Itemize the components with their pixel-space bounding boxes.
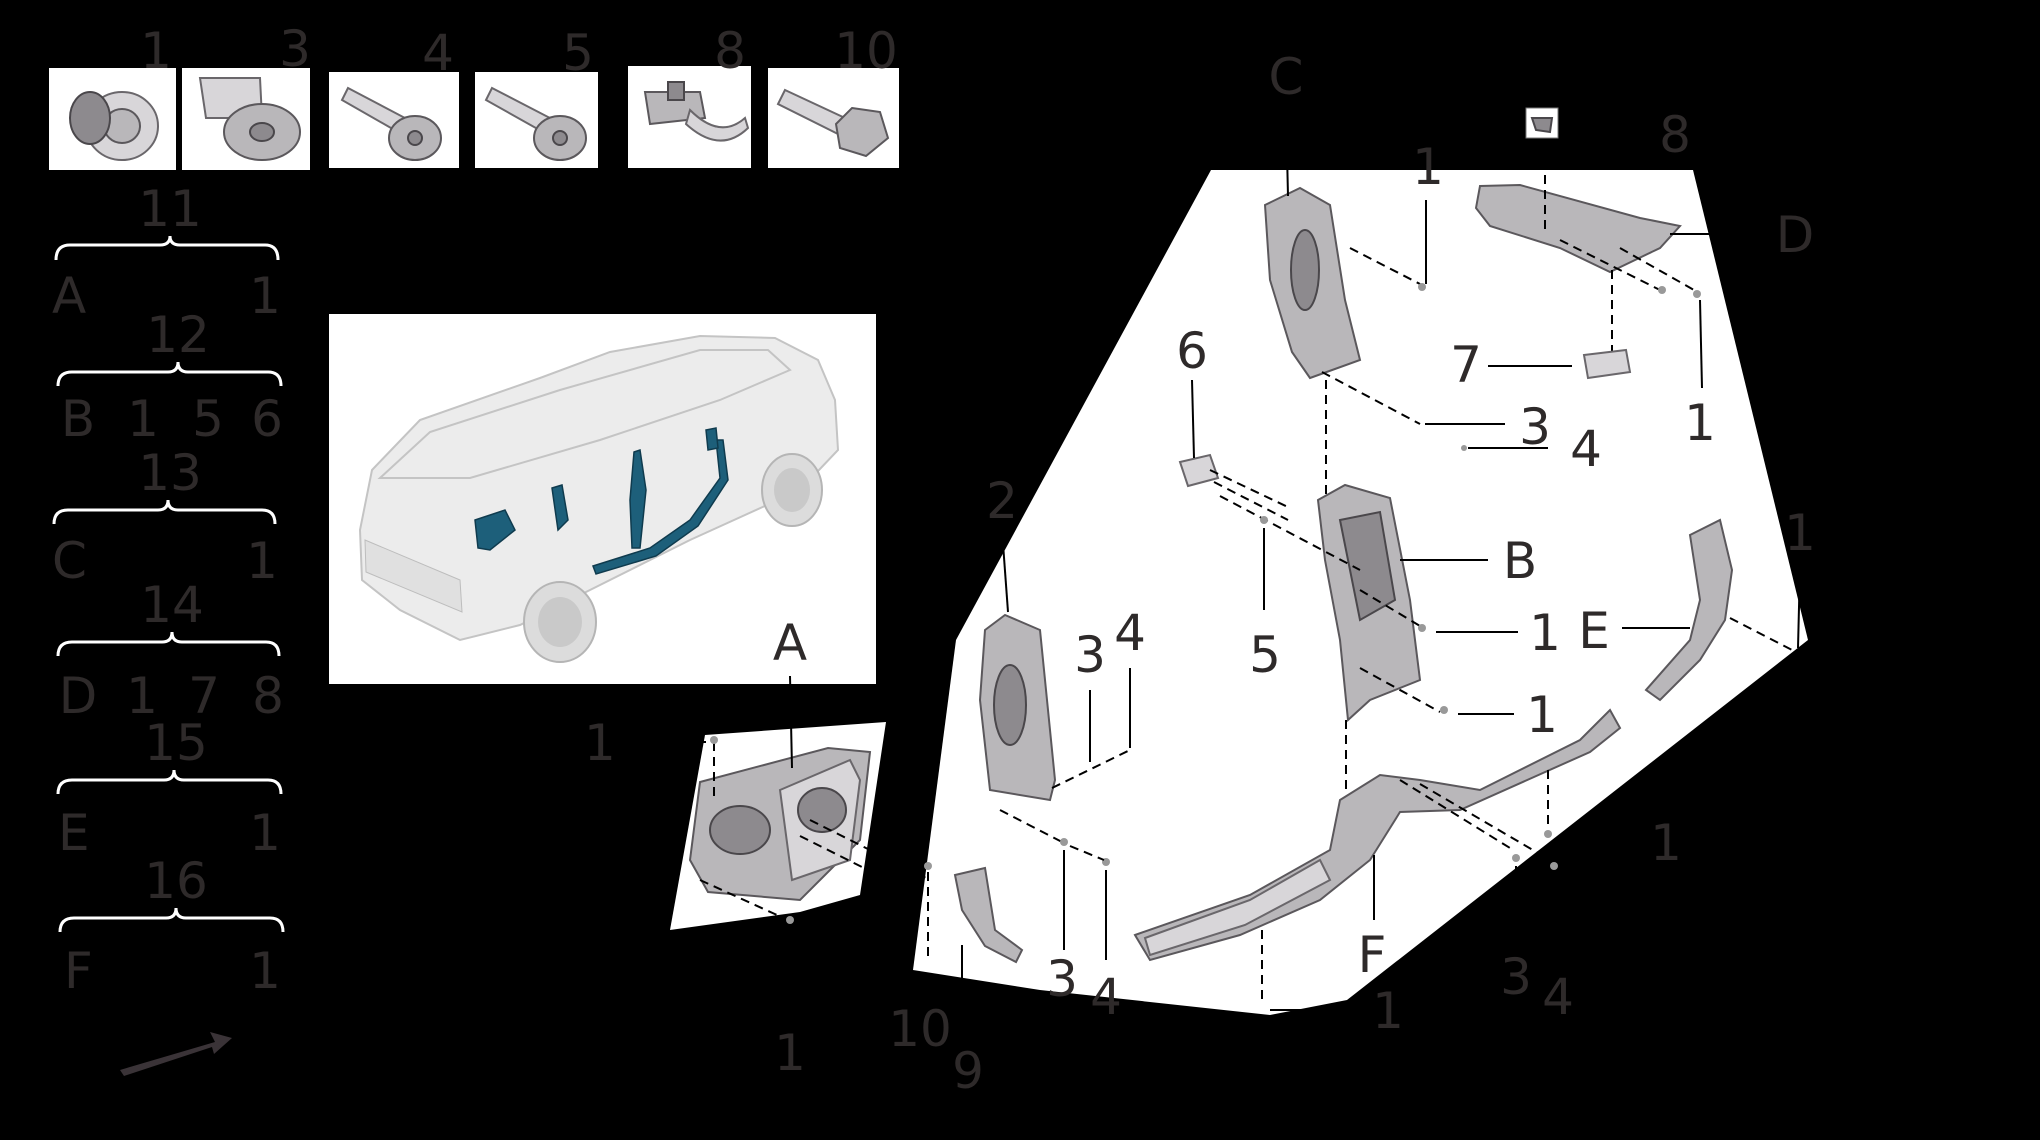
thumb-label-1: 1	[140, 22, 172, 80]
group-number-12: 12	[146, 306, 210, 364]
label-A-1-bottom: 1	[774, 1024, 806, 1082]
group-letter-A: A	[52, 267, 86, 325]
clip-7	[1582, 348, 1632, 380]
label-E-1: 1	[1784, 504, 1816, 562]
group-letter-F: F	[64, 942, 93, 1000]
group-part-14-1: 1	[126, 667, 158, 725]
group-part-12-1: 1	[127, 390, 159, 448]
label-F-1-right: 1	[1650, 814, 1682, 872]
fastener-thumbnails	[49, 66, 899, 170]
callouts-2: 2 3 4 3 4	[986, 472, 1146, 1026]
clip-6	[1178, 453, 1220, 488]
callouts-E: 1 E	[1578, 504, 1816, 660]
callouts-F: F 1 1 3 4	[1261, 770, 1682, 1040]
pillar-trim-B	[1178, 453, 1422, 723]
label-A: A	[773, 614, 807, 672]
vehicle-overview-icon	[358, 334, 840, 663]
group-number-13: 13	[138, 444, 202, 502]
group-brace-15	[56, 769, 283, 795]
callouts-D: 8 D 7 1	[1450, 106, 1814, 452]
group-brace-12	[56, 361, 283, 387]
group-part-11-1: 1	[249, 267, 281, 325]
sill-trim-E	[1644, 518, 1734, 702]
group-number-14: 14	[140, 576, 204, 634]
label-B-6: 6	[1176, 322, 1208, 380]
group-part-14-7: 7	[188, 667, 220, 725]
label-C: C	[1269, 48, 1304, 106]
hex-screw-icon	[776, 88, 890, 158]
thumb-label-10: 10	[834, 22, 898, 80]
pillar-trim-C	[1263, 186, 1362, 380]
label-10: 10	[888, 1000, 952, 1058]
label-B: B	[1503, 532, 1537, 590]
thumb-label-3: 3	[279, 20, 311, 78]
group-part-15-1: 1	[249, 804, 281, 862]
group-letter-C: C	[52, 532, 87, 590]
group-part-14-8: 8	[252, 667, 284, 725]
thumb-label-8: 8	[714, 22, 746, 80]
label-2: 2	[986, 472, 1018, 530]
label-4-pillar2: 4	[1114, 604, 1146, 662]
label-F-4: 4	[1542, 968, 1574, 1026]
label-B-5: 5	[1249, 626, 1281, 684]
pillar-trim-2	[978, 613, 1057, 802]
label-3-lower: 3	[1046, 950, 1078, 1008]
label-D: D	[1776, 206, 1815, 264]
group-letter-E: E	[58, 804, 90, 862]
direction-arrow-icon	[120, 1032, 232, 1076]
label-F: F	[1358, 926, 1387, 984]
thumb-label-5: 5	[562, 24, 594, 82]
label-E: E	[1578, 602, 1610, 660]
group-letter-B: B	[61, 390, 95, 448]
thumb-label-4: 4	[422, 24, 454, 82]
group-brace-16	[58, 907, 285, 933]
label-C-3: 3	[1519, 398, 1551, 456]
bracket-9	[924, 862, 1024, 964]
callouts-C: C 1 3 4	[1269, 48, 1602, 495]
group-brace-11	[54, 235, 280, 261]
sill-trim-F	[1133, 708, 1622, 962]
label-B-1a: 1	[1529, 604, 1561, 662]
group-part-12-6: 6	[251, 390, 283, 448]
label-D-7: 7	[1450, 336, 1482, 394]
label-F-3: 3	[1500, 948, 1532, 1006]
group-number-15: 15	[144, 714, 208, 772]
group-number-11: 11	[138, 180, 202, 238]
group-letter-D: D	[59, 667, 98, 725]
group-brace-13	[52, 499, 277, 525]
group-part-12-5: 5	[192, 390, 224, 448]
thumb-labels: 1 3 4 5 8 10	[140, 20, 898, 82]
callouts-A: A 1 1	[584, 614, 931, 1082]
label-C-1: 1	[1412, 138, 1444, 196]
screw-5-icon	[484, 86, 587, 161]
expanding-rivet-icon	[198, 77, 301, 161]
group-part-13-1: 1	[246, 532, 278, 590]
trim-D	[1474, 107, 1682, 274]
screw-4-icon	[340, 86, 442, 161]
trim-panel-A	[688, 746, 872, 902]
label-C-4: 4	[1570, 420, 1602, 478]
group-part-16-1: 1	[249, 942, 281, 1000]
label-3-pillar2: 3	[1074, 626, 1106, 684]
callouts-B: 6 5 B 1 1	[1176, 322, 1561, 790]
label-D-1: 1	[1684, 394, 1716, 452]
group-number-16: 16	[144, 852, 208, 910]
label-4-lower: 4	[1090, 968, 1122, 1026]
label-D-8: 8	[1659, 106, 1691, 164]
label-F-1-bottom: 1	[1372, 982, 1404, 1040]
kit-groups: 11 A 1 12 B 1 5 6 13 C 1 14 D 1 7 8 15 E…	[52, 180, 285, 1000]
group-brace-14	[56, 631, 281, 657]
label-A-1-top: 1	[584, 714, 616, 772]
label-B-1b: 1	[1526, 686, 1558, 744]
label-9: 9	[952, 1042, 984, 1100]
push-clip-icon	[69, 91, 159, 161]
wire-clip-icon	[643, 81, 750, 142]
